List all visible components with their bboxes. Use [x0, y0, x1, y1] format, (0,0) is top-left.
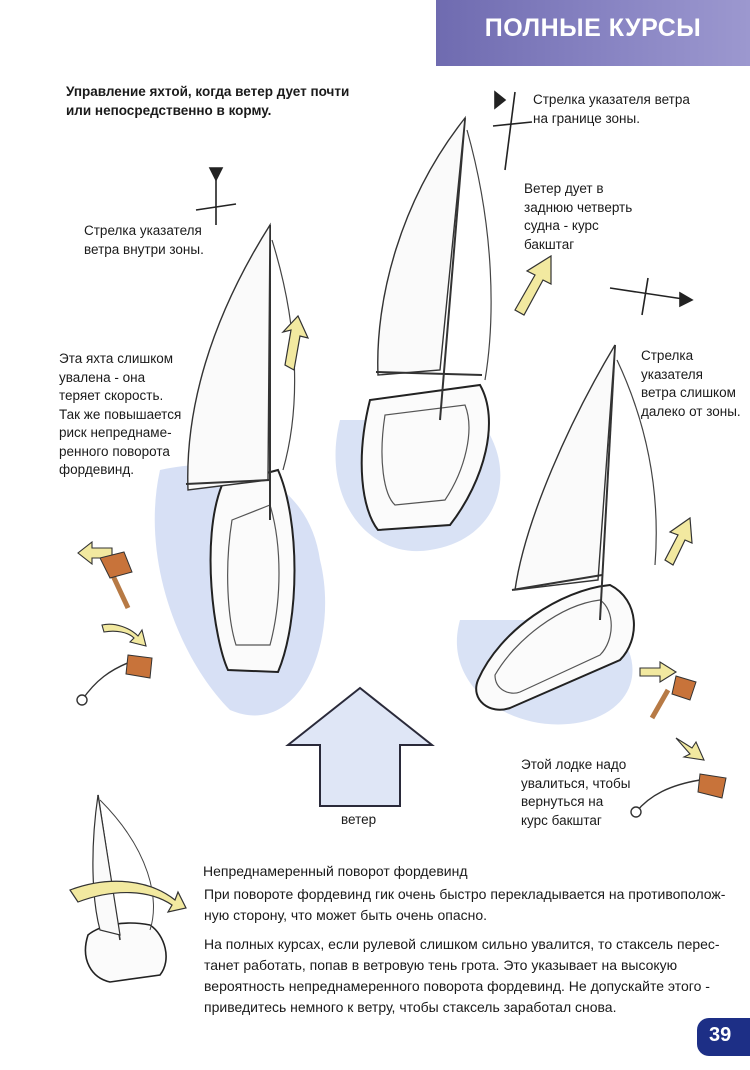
wind-indicator-top	[492, 90, 533, 171]
label-line: увалиться, чтобы	[521, 775, 631, 791]
label-line: Так же повышается	[59, 406, 182, 422]
label-line: ветра внутри зоны.	[84, 241, 204, 257]
label-indicator-edge: Стрелка указателя ветра на границе зоны.	[533, 91, 690, 128]
paragraph-line: ную сторону, что может быть очень опасно…	[204, 907, 488, 923]
intro-line-1: Управление яхтой, когда ветер дует почти	[66, 84, 350, 99]
yacht-right	[475, 344, 657, 711]
tiller-left-bottom	[81, 661, 131, 701]
label-line: судна - курс	[524, 218, 599, 233]
paragraph-line: На полных курсах, если рулевой слишком с…	[204, 936, 720, 952]
label-line: Этой лодке надо	[521, 757, 627, 772]
paragraph-1: При повороте фордевинд гик очень быстро …	[204, 884, 725, 926]
wind-indicator-right	[609, 277, 694, 316]
label-line: Ветер дует в	[524, 181, 604, 196]
water-patch-left	[154, 464, 326, 716]
label-line: фордевинд.	[59, 462, 134, 477]
label-line: Стрелка указателя	[84, 223, 202, 238]
page-number: 39	[709, 1024, 732, 1046]
page-number-badge: 39	[697, 1018, 750, 1056]
label-line: ренного поворота	[59, 443, 170, 459]
yacht-center	[360, 115, 492, 532]
tiller-arrow-right-bottom	[675, 737, 705, 761]
paragraph-line: вероятность непреднамеренного поворота ф…	[204, 978, 710, 994]
label-line: увалена - она	[59, 369, 146, 385]
label-line: Стрелка указателя ветра	[533, 92, 690, 107]
wind-arrow	[285, 686, 435, 807]
tiller-right-bottom	[635, 779, 701, 813]
wind-label: ветер	[341, 812, 377, 827]
label-too-low: Эта яхта слишком увалена - она теряет ск…	[59, 350, 181, 480]
chapter-title: ПОЛНЫЕ КУРСЫ	[484, 14, 702, 42]
wind-indicator-left	[195, 167, 237, 225]
yacht-left	[185, 222, 296, 674]
paragraph-line: танет работать, попав в ветровую тень гр…	[204, 957, 678, 973]
chapter-header: ПОЛНЫЕ КУРСЫ	[436, 0, 750, 66]
intro-line-2: или непосредственно в корму.	[66, 102, 272, 118]
gybe-heading: Непреднамеренный поворот фордевинд	[203, 863, 468, 879]
intro-text: Управление яхтой, когда ветер дует почти…	[66, 83, 349, 120]
label-line: указателя	[641, 366, 703, 382]
label-line: на границе зоны.	[533, 110, 640, 126]
label-line: заднюю четверть	[524, 199, 633, 215]
paragraph-line: При повороте фордевинд гик очень быстро …	[204, 886, 726, 902]
label-broad-reach: Ветер дует в заднюю четверть судна - кур…	[524, 180, 632, 254]
water-patch-center	[335, 420, 501, 552]
tiller-arrow-left-bottom	[101, 623, 147, 647]
boom-swing-arrow	[69, 880, 187, 913]
label-line: вернуться на	[521, 794, 604, 809]
label-indicator-far: Стрелка указателя ветра слишком далеко о…	[641, 347, 741, 421]
label-line: риск непреднаме-	[59, 425, 172, 440]
tiller-right-top	[649, 688, 671, 720]
direction-arrow-right-boat	[664, 516, 693, 566]
tiller-arrow-left-top	[77, 540, 113, 566]
label-line: бакштаг	[524, 236, 575, 252]
label-line: курс бакштаг	[521, 812, 602, 828]
tiller-left-top	[105, 563, 131, 610]
paragraph-line: приведитесь немного к ветру, чтобы стакс…	[204, 999, 617, 1015]
water-patch-right	[456, 620, 633, 725]
label-line: далеко от зоны.	[641, 403, 741, 419]
label-line: теряет скорость.	[59, 388, 164, 403]
label-line: ветра слишком	[641, 385, 736, 400]
label-line: Стрелка	[641, 348, 694, 363]
paragraph-2: На полных курсах, если рулевой слишком с…	[204, 934, 720, 1018]
tiller-arrow-right-top	[639, 661, 678, 683]
direction-arrow-center-boat	[514, 254, 552, 316]
direction-arrow-left-boat	[281, 314, 310, 371]
yacht-gybing	[84, 794, 167, 983]
label-indicator-inside: Стрелка указателя ветра внутри зоны.	[84, 222, 204, 259]
label-bear-away: Этой лодке надо увалиться, чтобы вернуть…	[521, 756, 630, 830]
label-line: Эта яхта слишком	[59, 351, 174, 366]
